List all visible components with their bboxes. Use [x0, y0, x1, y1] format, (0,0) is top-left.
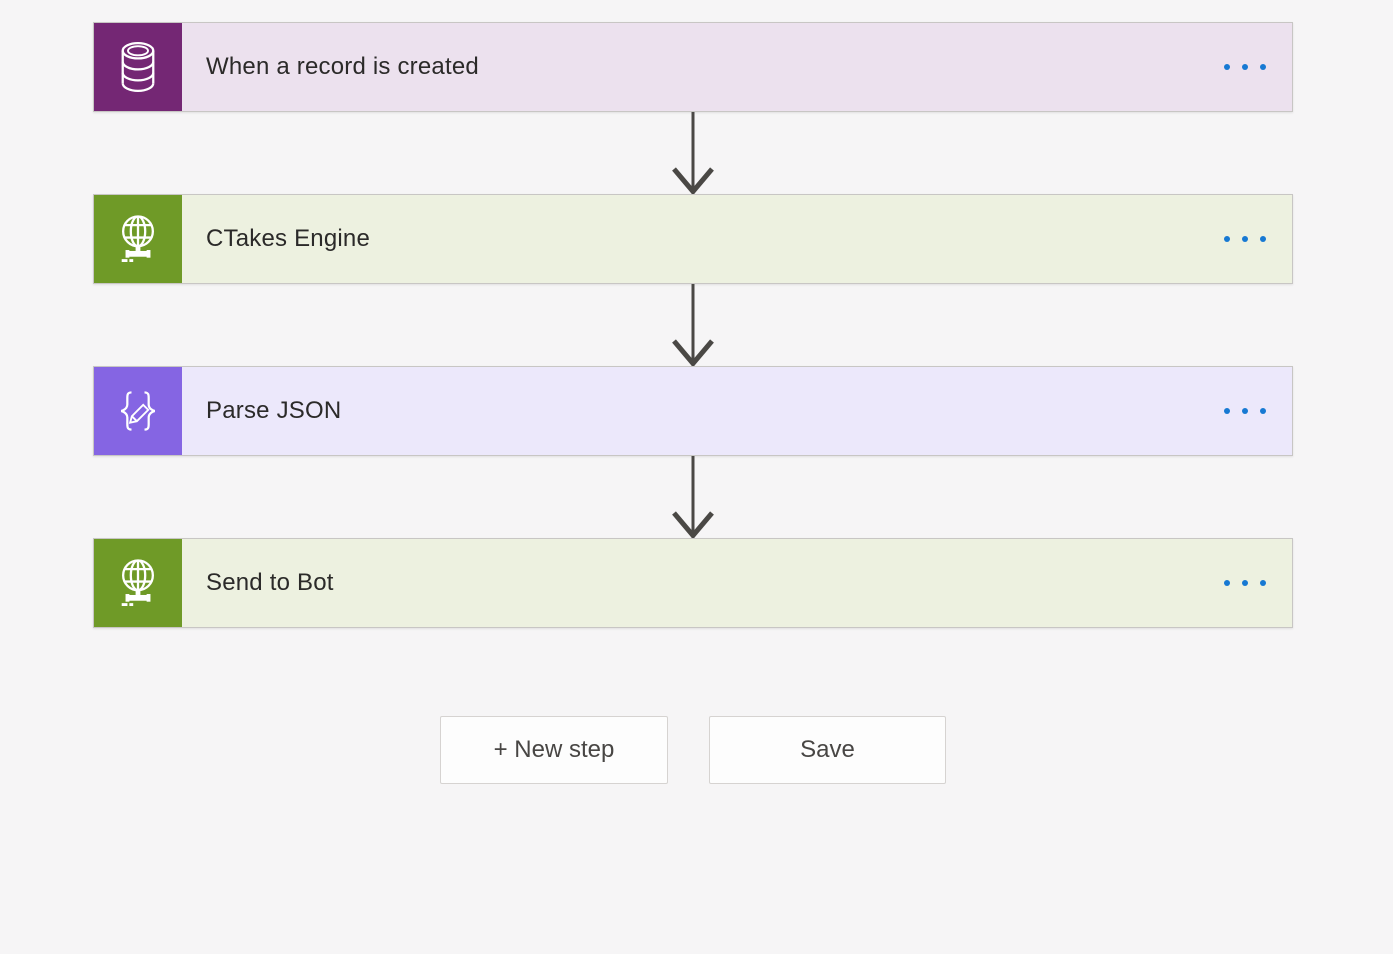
step-menu-button[interactable] — [1216, 228, 1274, 250]
step-card-send-to-bot[interactable]: Send to Bot — [93, 538, 1293, 628]
connector-arrow — [665, 284, 721, 366]
step-title: Parse JSON — [206, 397, 342, 424]
connector-arrow — [665, 112, 721, 194]
step-menu-button[interactable] — [1216, 56, 1274, 78]
braces-pencil-icon — [94, 367, 182, 455]
ellipsis-icon — [1224, 580, 1266, 586]
step-card-ctakes-engine[interactable]: CTakes Engine — [93, 194, 1293, 284]
new-step-button[interactable]: + New step — [440, 716, 668, 784]
step-menu-button[interactable] — [1216, 400, 1274, 422]
globe-connector-icon — [94, 195, 182, 283]
globe-connector-icon — [94, 539, 182, 627]
connector-arrow — [665, 456, 721, 538]
step-title: When a record is created — [206, 53, 479, 80]
ellipsis-icon — [1224, 236, 1266, 242]
ellipsis-icon — [1224, 64, 1266, 70]
database-icon — [94, 23, 182, 111]
save-button[interactable]: Save — [709, 716, 946, 784]
flow-designer-canvas: When a record is created — [93, 22, 1293, 628]
step-card-when-a-record-is-created[interactable]: When a record is created — [93, 22, 1293, 112]
step-card-parse-json[interactable]: Parse JSON — [93, 366, 1293, 456]
step-title: Send to Bot — [206, 569, 334, 596]
action-bar: + New step Save — [93, 716, 1293, 784]
step-title: CTakes Engine — [206, 225, 371, 252]
step-menu-button[interactable] — [1216, 572, 1274, 594]
ellipsis-icon — [1224, 408, 1266, 414]
